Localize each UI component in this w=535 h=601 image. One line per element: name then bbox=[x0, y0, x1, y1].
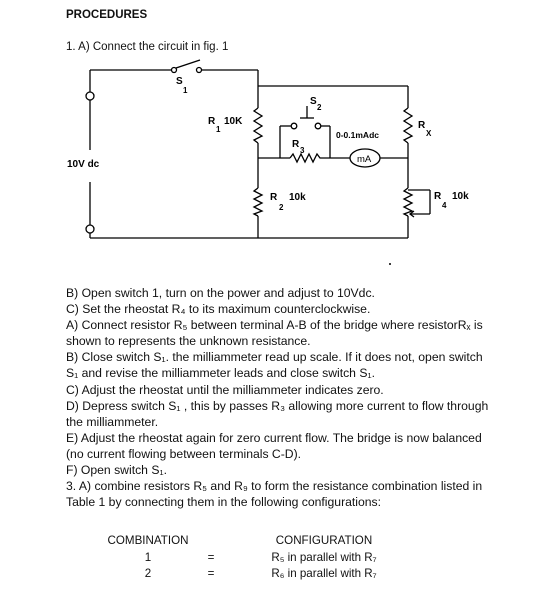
label-r1: R bbox=[208, 116, 216, 127]
label-source: 10V dc bbox=[67, 159, 100, 170]
label-r1-sub: 1 bbox=[216, 125, 221, 134]
label-r4-value: 10k bbox=[452, 191, 469, 202]
label-r1-value: 10K bbox=[224, 116, 243, 127]
combination-column: COMBINATION 1 2 bbox=[106, 533, 190, 583]
configuration-cell: R₅ in parallel with R₇ bbox=[271, 550, 377, 564]
paragraph: B) Open switch 1, turn on the power and … bbox=[66, 286, 375, 300]
label-r4-sub: 4 bbox=[442, 201, 447, 210]
combination-cell: 2 bbox=[144, 567, 152, 580]
paragraph: D) Depress switch S₁ , this by passes R₃… bbox=[66, 398, 489, 429]
label-r3-sub: 3 bbox=[300, 146, 305, 155]
label-rx: R bbox=[418, 120, 426, 131]
resistor-r1 bbox=[252, 107, 264, 144]
label-meter: mA bbox=[357, 154, 372, 165]
configuration-cell: R₆ in parallel with R₇ bbox=[271, 567, 377, 580]
combination-header: COMBINATION bbox=[107, 534, 189, 547]
equals-column: = = bbox=[204, 533, 218, 583]
label-r4: R bbox=[434, 191, 442, 202]
source-terminals bbox=[85, 91, 95, 234]
label-s1: S bbox=[176, 76, 183, 87]
paragraph: A) Connect resistor R₅ between terminal … bbox=[66, 318, 483, 349]
equals-cell: = bbox=[207, 567, 215, 580]
label-r3: R bbox=[292, 139, 300, 150]
label-range: 0-0.1mAdc bbox=[336, 130, 379, 140]
paragraph: C) Adjust the rheostat until the milliam… bbox=[66, 382, 384, 397]
equals-cell: = bbox=[207, 550, 215, 564]
page-heading: PROCEDURES bbox=[66, 9, 148, 21]
label-s2: S bbox=[310, 96, 317, 107]
step1-title: 1. A) Connect the circuit in fig. 1 bbox=[66, 41, 229, 53]
label-s2-sub: 2 bbox=[317, 103, 322, 112]
milliammeter bbox=[349, 148, 381, 168]
resistor-r3 bbox=[289, 152, 322, 164]
combination-cell: 1 bbox=[144, 550, 152, 564]
paragraph: E) Adjust the rheostat again for zero cu… bbox=[66, 430, 482, 461]
paragraph: C) Set the rheostat R₄ to its maximum co… bbox=[66, 302, 371, 317]
resistor-r2 bbox=[252, 187, 264, 217]
label-rx-sub: X bbox=[426, 129, 432, 138]
resistor-r4 bbox=[402, 187, 414, 217]
paragraph: 3. A) combine resistors R₅ and R₉ to for… bbox=[66, 479, 483, 510]
circuit-diagram: S 1 S 2 R 1 10K R 3 R X 10V dc 0-0.1mAdc… bbox=[67, 59, 469, 265]
switch-s2 bbox=[290, 106, 322, 130]
circuit-wires bbox=[89, 69, 431, 239]
paragraph: F) Open switch S₁. bbox=[66, 463, 167, 478]
procedure-text: B) Open switch 1, turn on the power and … bbox=[66, 285, 496, 510]
configuration-column: CONFIGURATION R₅ in parallel with R₇ R₆ … bbox=[262, 533, 386, 583]
switch-s1 bbox=[170, 59, 203, 74]
label-r2-value: 10k bbox=[289, 192, 306, 203]
resistor-rx bbox=[402, 107, 414, 144]
label-s1-sub: 1 bbox=[183, 86, 188, 95]
label-r2: R bbox=[270, 192, 278, 203]
paragraph: B) Close switch S₁. the milliammeter rea… bbox=[66, 350, 483, 381]
label-r2-sub: 2 bbox=[279, 203, 284, 212]
configuration-header: CONFIGURATION bbox=[275, 534, 373, 547]
